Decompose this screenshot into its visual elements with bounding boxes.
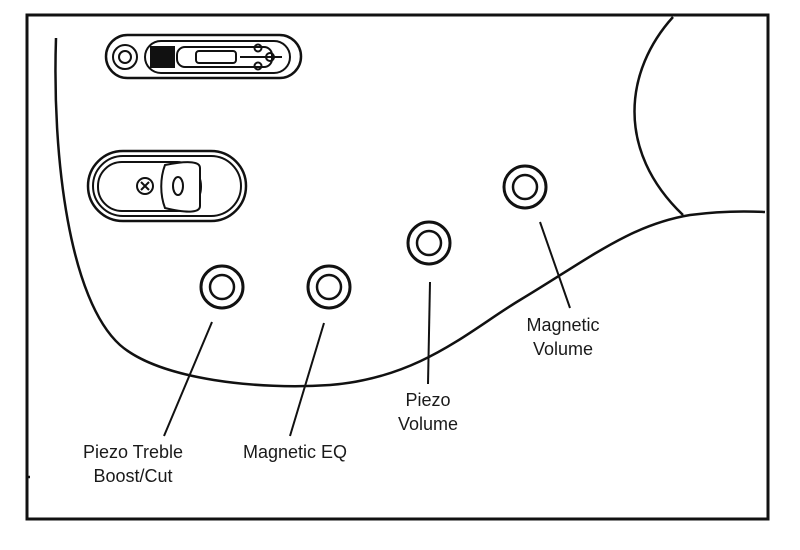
- knob-magnetic-volume[interactable]: [502, 164, 548, 210]
- leader-line-piezo-volume: [427, 281, 431, 385]
- label-magnetic-eq: Magnetic EQ: [220, 440, 370, 464]
- knob-magnetic-eq[interactable]: [306, 264, 352, 310]
- label-magnetic-eq-text: Magnetic EQ: [242, 442, 348, 462]
- selector-switch[interactable]: [104, 33, 303, 80]
- knob-piezo-volume[interactable]: [406, 220, 452, 266]
- screw-icon: [136, 177, 154, 195]
- label-magnetic-volume: Magnetic Volume: [508, 313, 618, 361]
- leader-line-magnetic-eq: [289, 322, 325, 437]
- diagram-frame: [25, 13, 770, 521]
- label-piezo-treble: Piezo Treble Boost/Cut: [58, 440, 208, 488]
- label-magnetic-volume-line1: Magnetic: [526, 315, 600, 335]
- switch-toggle[interactable]: [195, 50, 237, 64]
- horn-outline: [633, 16, 684, 216]
- leader-line-magnetic-volume: [539, 221, 571, 309]
- label-piezo-treble-line2: Boost/Cut: [93, 466, 173, 486]
- output-jack[interactable]: [86, 149, 248, 223]
- knob-piezo-treble[interactable]: [199, 264, 245, 310]
- label-piezo-treble-line1: Piezo Treble: [82, 442, 184, 462]
- leader-line-piezo-treble: [163, 321, 213, 437]
- body-outline: [54, 37, 766, 388]
- label-piezo-volume: Piezo Volume: [378, 388, 478, 436]
- label-magnetic-volume-line2: Volume: [532, 339, 594, 359]
- label-piezo-volume-line2: Volume: [397, 414, 459, 434]
- label-piezo-volume-line1: Piezo: [405, 390, 451, 410]
